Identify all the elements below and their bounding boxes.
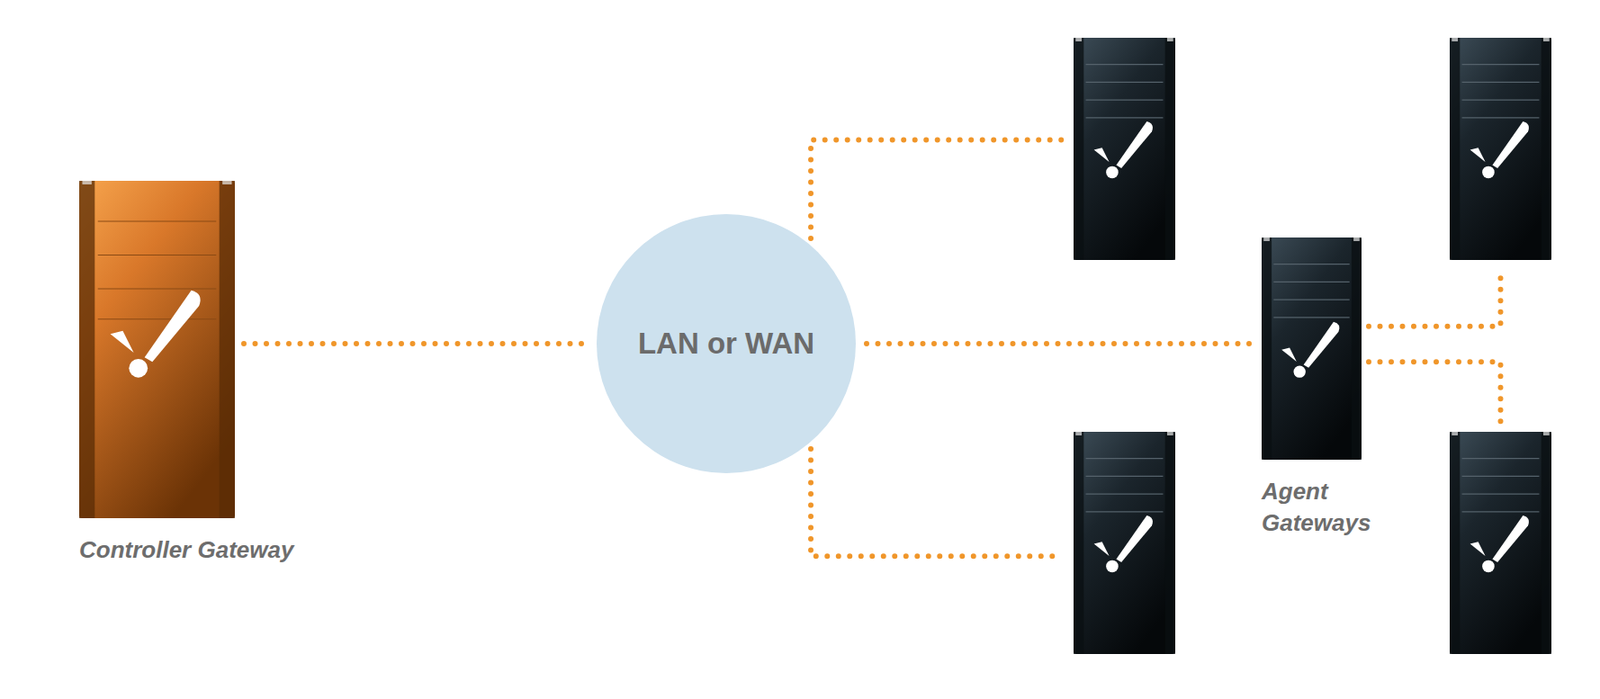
gateway-label: Agent Gateways (1261, 476, 1397, 540)
server-tower (1073, 37, 1176, 261)
dotted-connector (1368, 267, 1502, 327)
server-tower (79, 180, 235, 519)
server-tower (1261, 237, 1362, 460)
server-node (1449, 37, 1552, 261)
gateway-label: Controller Gateway (79, 534, 294, 567)
server-tower (1449, 37, 1552, 261)
dotted-connector (243, 341, 588, 347)
server-node (1073, 431, 1176, 655)
dotted-connector (1368, 361, 1502, 425)
server-tower (1449, 431, 1552, 655)
server-node: Controller Gateway (79, 180, 235, 519)
server-node (1073, 37, 1176, 261)
network-circle: LAN or WAN (596, 214, 856, 474)
dotted-connector (810, 140, 1063, 239)
dotted-connector (810, 449, 1063, 557)
dotted-connector (866, 341, 1253, 347)
server-tower (1073, 431, 1176, 655)
network-label: LAN or WAN (596, 214, 856, 474)
server-node (1449, 431, 1552, 655)
server-node: Agent Gateways (1261, 237, 1362, 460)
